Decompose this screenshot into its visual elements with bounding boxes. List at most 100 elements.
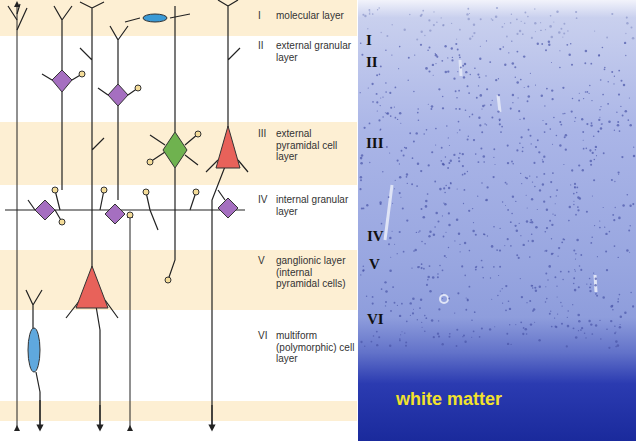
cell-body [456,218,459,221]
cell-body [464,340,466,342]
cell-body [562,279,563,280]
cell-body [554,214,556,216]
cell-body [578,320,581,323]
cell-body [398,68,399,69]
cell-body [416,132,418,134]
cell-body [630,225,631,226]
cell-body [399,176,401,178]
cell-body [618,172,620,174]
cell-body [444,203,447,206]
cell-body [579,93,580,94]
cell-body [474,311,476,313]
cell-body [486,40,487,41]
cell-body [367,28,368,29]
cell-body [500,131,502,133]
cell-body [434,181,436,183]
cell-body [580,329,582,331]
cell-body [583,148,585,150]
cell-body [590,160,593,163]
cell-body [530,135,532,137]
cell-body [594,225,595,226]
cell-body [411,183,413,185]
cell-body [542,183,544,185]
cell-body [437,276,439,278]
cell-body [368,9,370,11]
cell-body [600,106,601,107]
cell-body [594,159,596,161]
cell-body [418,120,420,122]
cell-body [572,98,574,100]
layer-numeral: IV [258,194,267,206]
cell-body [534,8,535,9]
cell-body [568,220,570,222]
cell-body [542,161,544,163]
cell-body [521,183,522,184]
cell-body [405,147,407,149]
cell-body [442,163,445,166]
cell-body [600,338,602,340]
cell-body [629,205,631,207]
cell-body [500,290,501,291]
cell-body [551,238,552,239]
cell-body [597,256,598,257]
cell-body [447,57,448,58]
cell-body [425,200,428,203]
cell-body [364,15,366,17]
cell-body [422,327,423,328]
cell-body [526,220,528,222]
cell-body [553,21,554,22]
cell-body [519,223,520,224]
cell-body [462,336,463,337]
cell-body [600,127,602,129]
cell-body [439,188,442,191]
cell-body [460,66,462,68]
cell-body [369,11,370,12]
cell-body [576,192,577,193]
cell-body [481,108,482,109]
cell-body [486,88,488,90]
layer-name: ganglionic layer (internal pyramidal cel… [276,255,356,290]
cell-body [574,269,575,270]
cell-body [516,33,518,35]
cell-body [360,274,361,275]
cell-body [435,144,436,145]
cell-body [444,192,446,194]
cell-body [463,203,464,204]
cell-body [425,317,427,319]
cell-body [433,75,434,76]
cell-body [483,155,486,158]
cell-body [617,257,618,258]
cell-body [366,204,368,206]
cell-body [465,71,467,73]
cell-body [599,320,600,321]
cell-body [399,231,401,233]
cell-body [548,265,551,268]
cell-body [527,86,529,88]
cell-body [603,152,605,154]
cell-body [417,112,419,114]
cell-body [618,298,620,300]
cell-body [551,98,553,100]
cell-body [360,179,362,181]
cell-body [435,54,438,57]
cell-body [380,105,381,106]
cell-body [407,183,408,184]
cell-body [594,30,595,31]
cell-body [592,195,593,196]
cell-body [590,323,592,325]
cell-body [448,336,450,338]
cell-body [442,163,444,165]
cell-body [552,213,553,214]
cell-body [632,305,634,307]
cell-body [510,344,511,345]
cell-body [385,91,387,93]
cell-body [608,347,610,349]
cell-body [516,81,519,84]
cell-body [442,24,444,26]
cell-body [406,173,408,175]
cell-body [473,24,475,26]
cell-body [360,162,363,165]
cell-body [399,192,401,194]
cell-body [457,132,458,133]
cell-body [385,50,386,51]
